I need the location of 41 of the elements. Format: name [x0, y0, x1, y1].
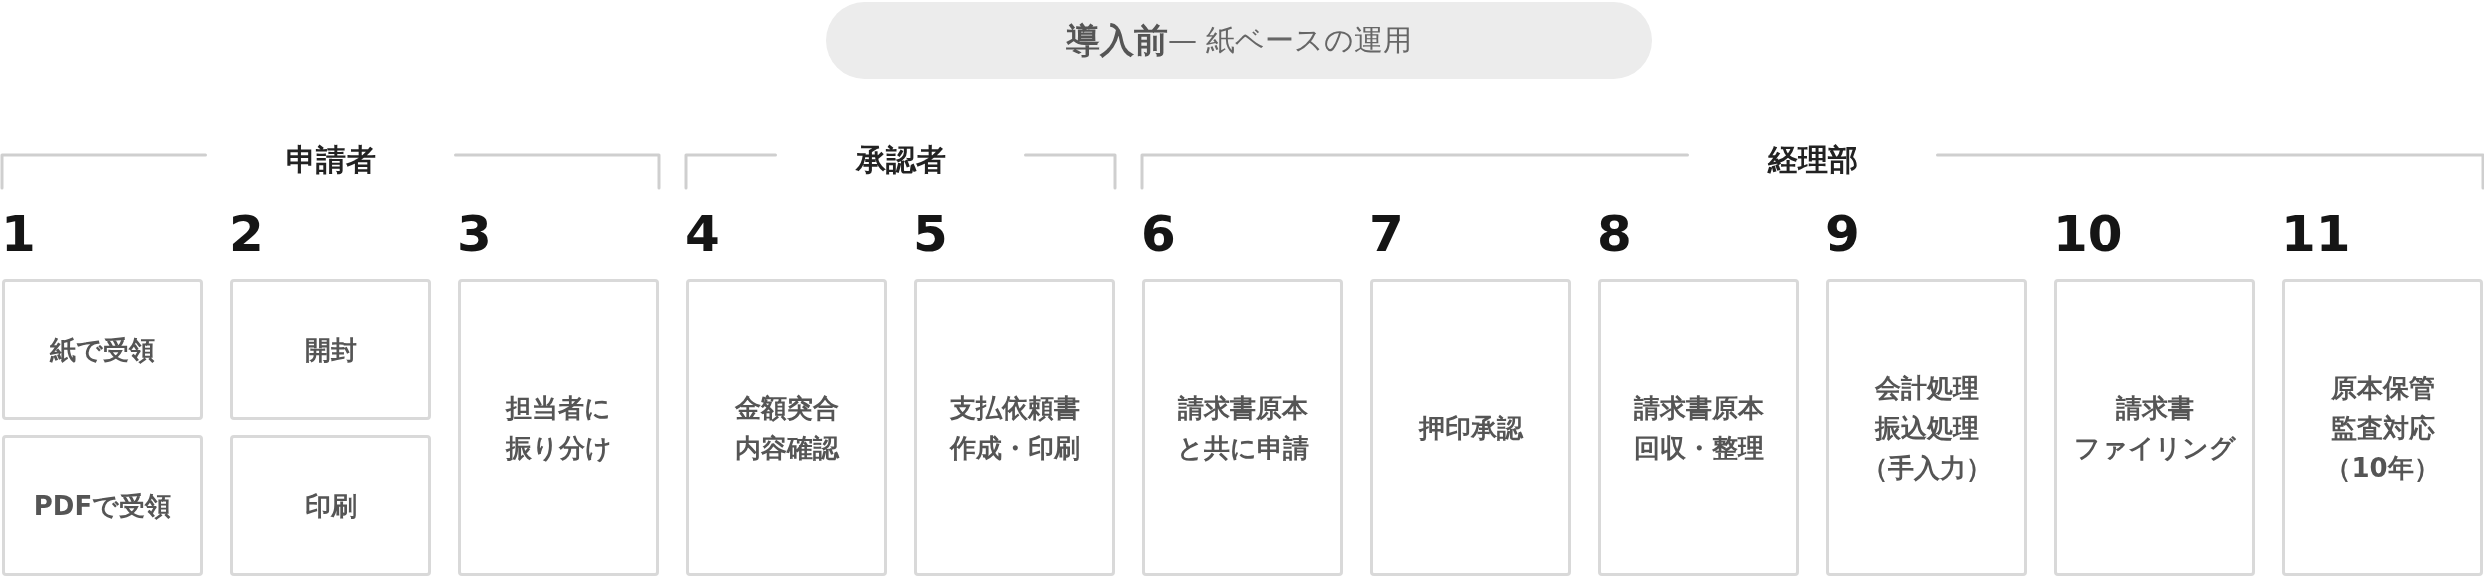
- step-label: PDFで受領: [33, 489, 172, 523]
- step-box: [2282, 279, 2483, 576]
- step-box: [914, 279, 1115, 576]
- step-number: 11: [2281, 207, 2351, 261]
- step-label: 印刷: [304, 489, 357, 523]
- step-number: 9: [1825, 207, 1860, 261]
- step-label: 請求書ファイリング: [2073, 391, 2236, 465]
- step-label: 請求書原本と共に申請: [1176, 391, 1309, 465]
- step-box: [1598, 279, 1799, 576]
- group-label: 承認者: [855, 141, 946, 179]
- step-box: [2, 279, 203, 420]
- step-label: 会計処理振込処理（手入力）: [1861, 371, 1992, 485]
- step-number: 5: [913, 207, 948, 261]
- step-number: 2: [229, 207, 264, 261]
- step-number: 6: [1141, 207, 1176, 261]
- step-number: 10: [2053, 207, 2123, 261]
- step-box: [230, 435, 431, 576]
- step-box: [686, 279, 887, 576]
- step-label: 押印承認: [1418, 411, 1523, 445]
- step-label: 紙で受領: [50, 333, 155, 367]
- step-label: 請求書原本回収・整理: [1633, 391, 1764, 465]
- step-box: [230, 279, 431, 420]
- group-label: 経理部: [1767, 141, 1858, 179]
- title-banner: 導入前— 紙ベースの運用: [826, 2, 1652, 79]
- step-box: [1826, 279, 2027, 576]
- step-box: [2, 435, 203, 576]
- step-number: 7: [1369, 207, 1404, 261]
- step-number: 4: [685, 207, 720, 261]
- step-label: 開封: [304, 333, 357, 367]
- step-box: [1142, 279, 1343, 576]
- step-box: [1370, 279, 1571, 576]
- step-label: 原本保管監査対応（10年）: [2325, 371, 2440, 485]
- step-label: 担当者に振り分け: [505, 391, 612, 465]
- step-number: 3: [457, 207, 492, 261]
- step-number: 1: [1, 207, 36, 261]
- step-number: 8: [1597, 207, 1632, 261]
- step-box: [2054, 279, 2255, 576]
- step-box: [458, 279, 659, 576]
- step-label: 支払依頼書作成・印刷: [949, 391, 1080, 465]
- step-label: 金額突合内容確認: [734, 391, 839, 465]
- group-label: 申請者: [285, 141, 376, 179]
